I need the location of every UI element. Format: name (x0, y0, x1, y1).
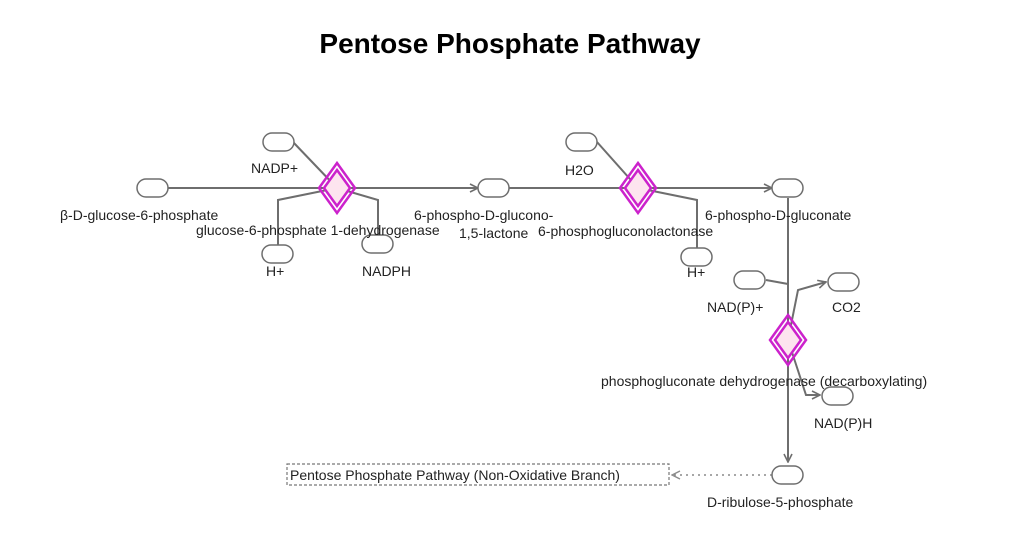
node-h-plus-1[interactable] (261, 244, 294, 264)
node-g6p[interactable] (136, 178, 169, 198)
node-h-plus-2[interactable] (680, 247, 713, 267)
label-g6p: β-D-glucose-6-phosphate (60, 207, 218, 223)
label-lactone-line2: 1,5-lactone (459, 225, 528, 241)
label-gluconate: 6-phospho-D-gluconate (705, 207, 852, 223)
node-nadph[interactable] (361, 234, 394, 254)
label-pgls: 6-phosphogluconolactonase (538, 223, 713, 239)
enzyme-pgd-diamond[interactable] (768, 312, 808, 368)
label-lactone-line1: 6-phospho-D-glucono- (414, 207, 554, 223)
node-gluconate[interactable] (771, 178, 804, 198)
node-nadp[interactable] (262, 132, 295, 152)
enzyme-g6pd-diamond[interactable] (317, 160, 357, 216)
link-non-oxidative-label[interactable]: Pentose Phosphate Pathway (Non-Oxidative… (290, 467, 620, 483)
label-nadph-2: NAD(P)H (814, 415, 872, 431)
node-co2[interactable] (827, 272, 860, 292)
edge-co2-out (787, 282, 826, 341)
node-nadph-2[interactable] (821, 386, 854, 406)
label-g6pd: glucose-6-phosphate 1-dehydrogenase (196, 222, 440, 238)
enzyme-pgls-diamond[interactable] (618, 160, 658, 216)
label-h-plus-2: H+ (687, 264, 705, 280)
edge-h-plus-out-2 (637, 187, 698, 248)
label-co2: CO2 (832, 299, 861, 315)
link-box-non-oxidative[interactable] (286, 463, 670, 486)
label-ribulose: D-ribulose-5-phosphate (707, 494, 854, 510)
diagram-title: Pentose Phosphate Pathway (319, 28, 701, 59)
label-pgd: phosphogluconate dehydrogenase (decarbox… (601, 373, 927, 389)
label-h2o: H2O (565, 162, 594, 178)
label-nadp: NADP+ (251, 160, 298, 176)
node-h2o[interactable] (565, 132, 598, 152)
node-lactone[interactable] (477, 178, 510, 198)
label-h-plus-1: H+ (266, 263, 284, 279)
label-nadph: NADPH (362, 263, 411, 279)
node-nadp-2[interactable] (733, 270, 766, 290)
edge-h-plus-out-1 (277, 187, 338, 245)
label-nadp-2: NAD(P)+ (707, 299, 763, 315)
node-ribulose[interactable] (771, 465, 804, 485)
